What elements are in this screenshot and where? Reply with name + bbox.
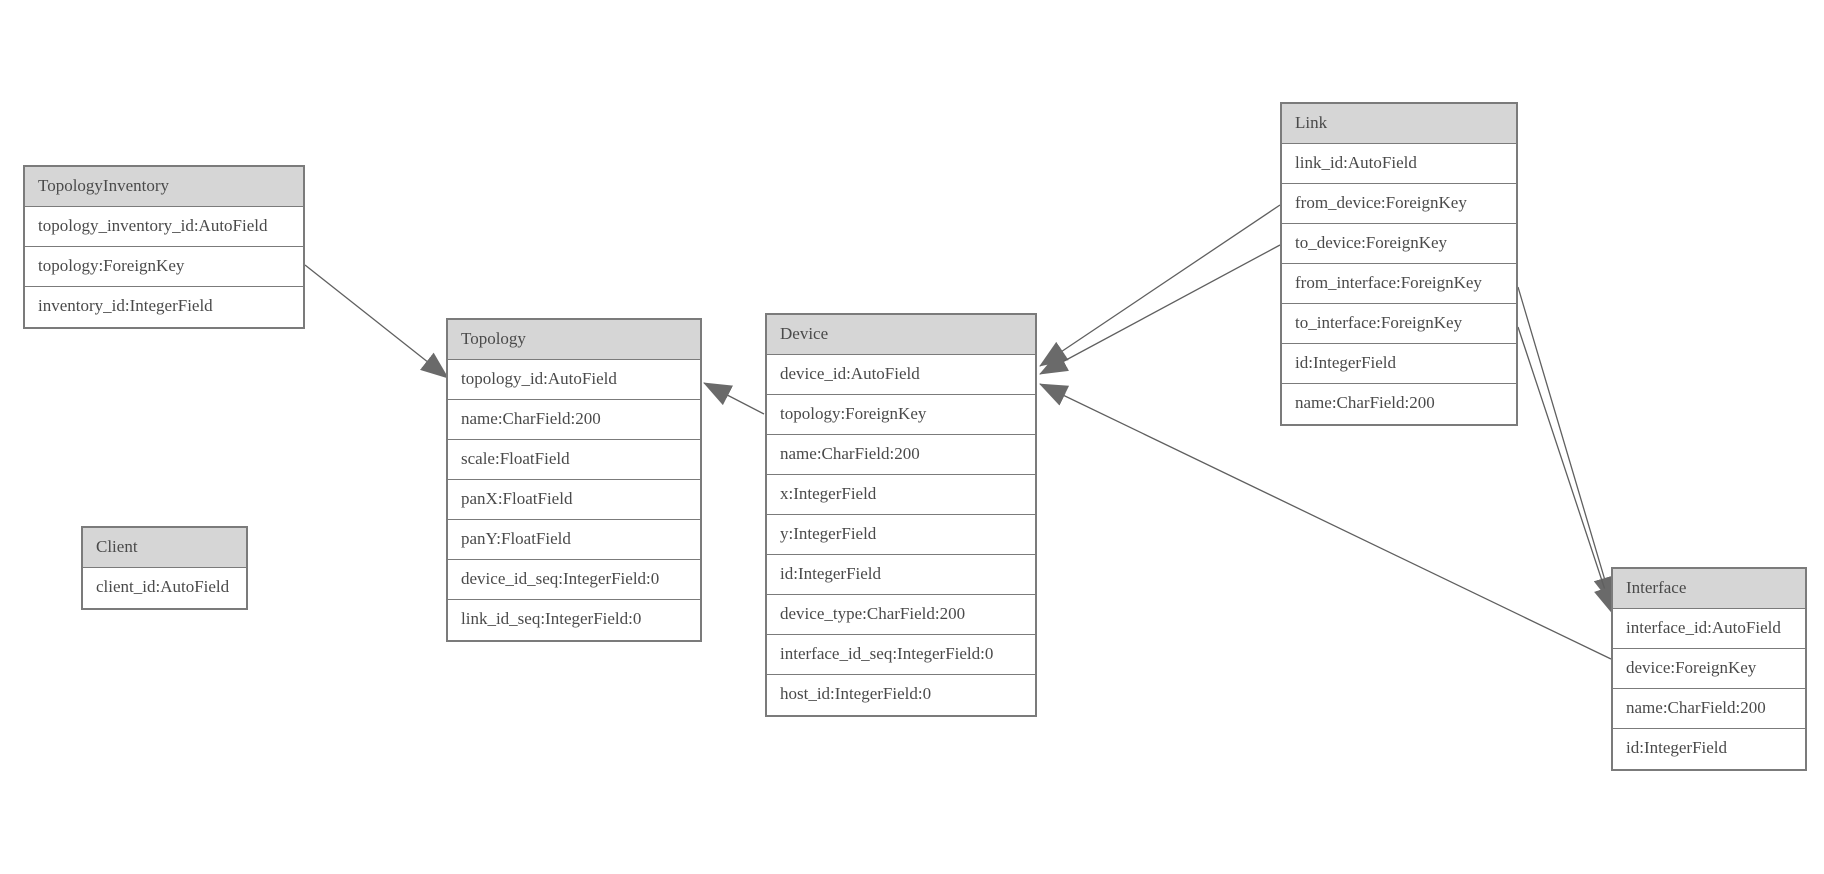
field-row: id:IntegerField — [1282, 344, 1516, 384]
entity-title: TopologyInventory — [25, 167, 303, 207]
field-row: panY:FloatField — [448, 520, 700, 560]
field-row: name:CharField:200 — [1613, 689, 1805, 729]
field-row: device:ForeignKey — [1613, 649, 1805, 689]
field-row: id:IntegerField — [1613, 729, 1805, 769]
field-row: link_id:AutoField — [1282, 144, 1516, 184]
edge-device-topology — [703, 382, 765, 415]
entity-title: Client — [83, 528, 246, 568]
field-row: topology:ForeignKey — [767, 395, 1035, 435]
field-row: from_interface:ForeignKey — [1282, 264, 1516, 304]
field-row: interface_id_seq:IntegerField:0 — [767, 635, 1035, 675]
field-row: device_type:CharField:200 — [767, 595, 1035, 635]
field-row: client_id:AutoField — [83, 568, 246, 608]
entity-title: Interface — [1613, 569, 1805, 609]
field-row: topology:ForeignKey — [25, 247, 303, 287]
field-row: from_device:ForeignKey — [1282, 184, 1516, 224]
entity-title: Topology — [448, 320, 700, 360]
field-row: host_id:IntegerField:0 — [767, 675, 1035, 715]
field-row: link_id_seq:IntegerField:0 — [448, 600, 700, 640]
edge-topologyinventory-topology — [304, 264, 449, 379]
field-row: to_device:ForeignKey — [1282, 224, 1516, 264]
field-row: interface_id:AutoField — [1613, 609, 1805, 649]
field-row: inventory_id:IntegerField — [25, 287, 303, 327]
field-row: panX:FloatField — [448, 480, 700, 520]
entity-title: Device — [767, 315, 1035, 355]
entity-title: Link — [1282, 104, 1516, 144]
field-row: id:IntegerField — [767, 555, 1035, 595]
field-row: scale:FloatField — [448, 440, 700, 480]
field-row: x:IntegerField — [767, 475, 1035, 515]
edge-link-from_interface-interface — [1517, 286, 1615, 605]
field-row: name:CharField:200 — [1282, 384, 1516, 424]
field-row: device_id:AutoField — [767, 355, 1035, 395]
edge-link-to_device-device — [1039, 244, 1281, 375]
edge-link-from_device-device — [1039, 204, 1281, 367]
field-row: name:CharField:200 — [448, 400, 700, 440]
edge-link-to_interface-interface — [1517, 326, 1615, 615]
field-row: y:IntegerField — [767, 515, 1035, 555]
field-row: topology_inventory_id:AutoField — [25, 207, 303, 247]
field-row: to_interface:ForeignKey — [1282, 304, 1516, 344]
field-row: topology_id:AutoField — [448, 360, 700, 400]
field-row: device_id_seq:IntegerField:0 — [448, 560, 700, 600]
field-row: name:CharField:200 — [767, 435, 1035, 475]
